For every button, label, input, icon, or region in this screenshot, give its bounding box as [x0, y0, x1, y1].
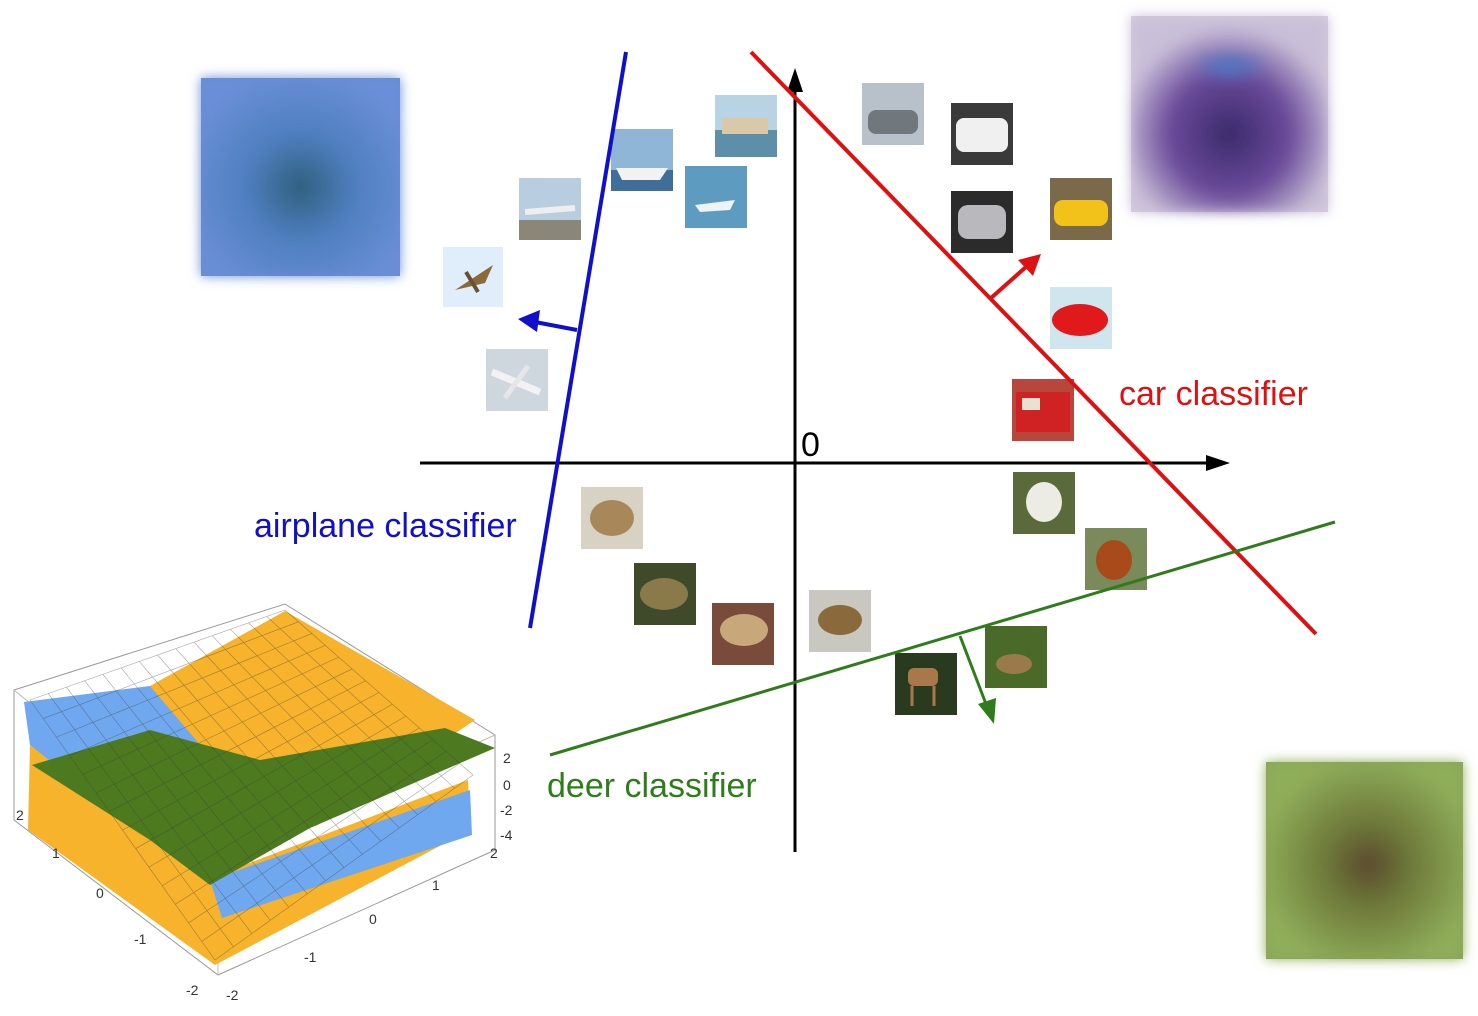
plot-box — [13, 603, 496, 976]
mesh-line — [193, 641, 382, 842]
thumbnail-rooster — [1013, 472, 1075, 534]
mesh-line — [29, 699, 216, 961]
tick-label: 0 — [369, 911, 377, 927]
surface-plot-3d: 2 0 -2 -4 2 1 0 -1 -2 -2 -1 0 1 2 — [13, 603, 513, 1003]
deer-template-image — [1266, 762, 1463, 959]
thumbnail-car — [951, 103, 1013, 165]
airplane-classifier-label: airplane classifier — [254, 507, 517, 545]
thumbnail-boat — [685, 166, 747, 228]
x-axis-arrowhead — [1206, 455, 1230, 471]
mesh-line — [109, 680, 366, 812]
tick-label: 0 — [96, 885, 104, 901]
mesh-line — [135, 704, 393, 849]
thumbnail-car — [862, 83, 924, 145]
mesh-line — [84, 680, 271, 921]
airplane-classifier: airplane classifier — [254, 51, 628, 629]
mesh-line — [248, 622, 437, 802]
thumbnail-airliner — [486, 349, 548, 411]
tick-label: 2 — [16, 807, 24, 823]
airplane-cluster — [443, 95, 777, 411]
mesh-line — [284, 609, 474, 776]
mesh-line — [29, 609, 286, 701]
animal-cluster — [581, 472, 1147, 715]
mesh-line — [43, 621, 299, 719]
mesh-line — [211, 635, 400, 829]
thumbnail-car — [1050, 178, 1112, 240]
blue-plane-lower — [210, 790, 472, 918]
tick-label: -1 — [134, 931, 147, 947]
mesh-line — [139, 661, 326, 881]
mesh-line — [175, 648, 363, 855]
car-normal-arrowhead — [1018, 254, 1041, 276]
car-classifier-label: car classifier — [1119, 375, 1308, 413]
mesh-line — [102, 674, 289, 908]
tick-label: -4 — [500, 827, 513, 843]
tick-label: -1 — [304, 949, 317, 965]
mesh-line — [161, 727, 420, 886]
tick-label: -2 — [186, 982, 199, 998]
thumbnail-cat — [581, 487, 643, 549]
thumbnail-ship — [611, 129, 673, 191]
tick-label: -2 — [500, 802, 513, 818]
deer-classifier-label: deer classifier — [547, 767, 757, 805]
deer-normal-arrow — [958, 635, 988, 705]
tick-label: 2 — [503, 750, 511, 766]
mesh-line — [95, 668, 353, 794]
tick-label: 2 — [490, 845, 498, 861]
deer-decision-boundary — [549, 520, 1336, 757]
mesh-line — [56, 633, 312, 738]
mesh-line — [148, 715, 407, 868]
mesh-line — [188, 751, 447, 924]
thumbnail-fire-truck — [1012, 379, 1074, 441]
mesh-line — [122, 692, 380, 831]
airplane-template-image — [201, 78, 400, 276]
thumbnail-deer — [985, 626, 1047, 688]
mesh-line — [201, 762, 460, 942]
thumbnail-ship — [715, 95, 777, 157]
mesh-line — [175, 739, 433, 905]
coordinate-axes: 0 — [420, 68, 1230, 852]
y-axis-arrowhead — [787, 68, 803, 92]
origin-label: 0 — [801, 426, 820, 464]
car-cluster — [862, 83, 1112, 441]
airplane-decision-boundary — [528, 51, 628, 629]
car-normal-arrow — [989, 264, 1029, 300]
thumbnail-car — [1050, 287, 1112, 349]
tick-label: 1 — [432, 877, 440, 893]
deer-normal-arrowhead — [978, 698, 996, 724]
mesh-line — [230, 629, 418, 815]
airplane-normal-arrow — [534, 320, 578, 332]
deer-classifier: deer classifier — [547, 520, 1336, 805]
mesh-line — [120, 667, 308, 895]
tick-label: 0 — [503, 777, 511, 793]
thumbnail-frog — [634, 563, 696, 625]
airplane-normal-arrowhead — [518, 310, 540, 332]
mesh-line — [47, 693, 234, 947]
tick-label: -2 — [226, 987, 239, 1003]
thumbnail-bird — [809, 590, 871, 652]
tick-label: 1 — [52, 845, 60, 861]
thumbnail-car — [951, 191, 1013, 253]
car-decision-boundary — [749, 50, 1318, 636]
mesh-line — [214, 774, 474, 961]
green-plane — [32, 728, 495, 885]
mesh-line — [69, 645, 326, 756]
thumbnail-deer — [895, 653, 957, 715]
thumbnail-frog — [712, 603, 774, 665]
thumbnail-jet — [443, 247, 503, 307]
mesh-line — [157, 654, 345, 868]
mesh-line — [66, 686, 253, 934]
car-classifier: car classifier — [749, 50, 1318, 636]
mesh-line — [266, 616, 455, 789]
mesh-line — [82, 656, 339, 775]
thumbnail-parked-plane — [519, 178, 581, 240]
car-template-image — [1131, 16, 1328, 212]
